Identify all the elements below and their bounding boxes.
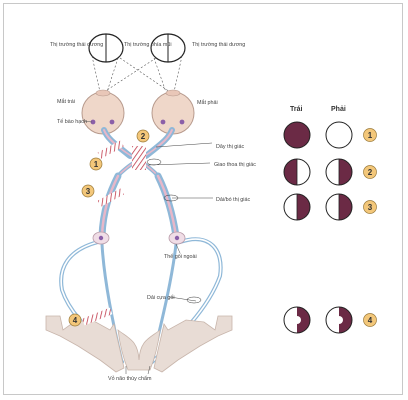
optic-chiasm-label: Giao thoa thị giác — [214, 162, 256, 168]
left-eye-label: Mắt trái — [57, 98, 75, 105]
lesion-marker-4: 4 — [68, 313, 82, 327]
svg-text:2: 2 — [368, 168, 373, 177]
optic-tract-label: Dải/bó thị giác — [216, 197, 250, 203]
occipital-cortex — [45, 315, 233, 373]
legend-row-2: 2 — [283, 158, 377, 186]
legend-row-1: 1 — [283, 121, 377, 149]
lesion-marker-3: 3 — [81, 184, 95, 198]
ganglion-cell-label: Tế bào hạch — [57, 119, 87, 125]
lesion-marker-2: 2 — [136, 129, 150, 143]
right-eye — [151, 89, 195, 135]
svg-text:4: 4 — [73, 316, 78, 325]
svg-text:3: 3 — [368, 203, 373, 212]
svg-text:3: 3 — [86, 187, 91, 196]
sight-lines — [91, 55, 183, 93]
legend-left-header: Trái — [290, 106, 303, 113]
svg-text:4: 4 — [368, 316, 373, 325]
lateral-geniculate-nuclei — [92, 231, 186, 245]
right-visual-field — [150, 33, 186, 63]
svg-text:1: 1 — [368, 131, 373, 140]
lesion-marker-1: 1 — [89, 157, 103, 171]
left-visual-field — [88, 33, 124, 63]
optic-nerve-label: Dây thị giác — [216, 144, 244, 150]
right-eye-label: Mắt phải — [197, 99, 218, 106]
right-temporal-field-label: Thị trường thái dương — [192, 42, 245, 48]
legend-row-3: 3 — [283, 193, 377, 221]
left-temporal-field-label: Thị trường thái dương — [50, 42, 103, 48]
lgn-label: Thể gối ngoài — [164, 253, 197, 260]
svg-text:2: 2 — [141, 132, 146, 141]
legend-row-4: 4 — [283, 306, 377, 334]
nasal-field-label: Thị trường phía mũi — [124, 42, 172, 48]
lesion-marks — [81, 140, 146, 326]
svg-text:1: 1 — [94, 160, 99, 169]
optic-radiation-label: Dải cựa gối — [147, 295, 175, 301]
visual-cortex-label: Vỏ não thùy chẩm — [108, 375, 152, 382]
legend-right-header: Phải — [331, 106, 346, 113]
